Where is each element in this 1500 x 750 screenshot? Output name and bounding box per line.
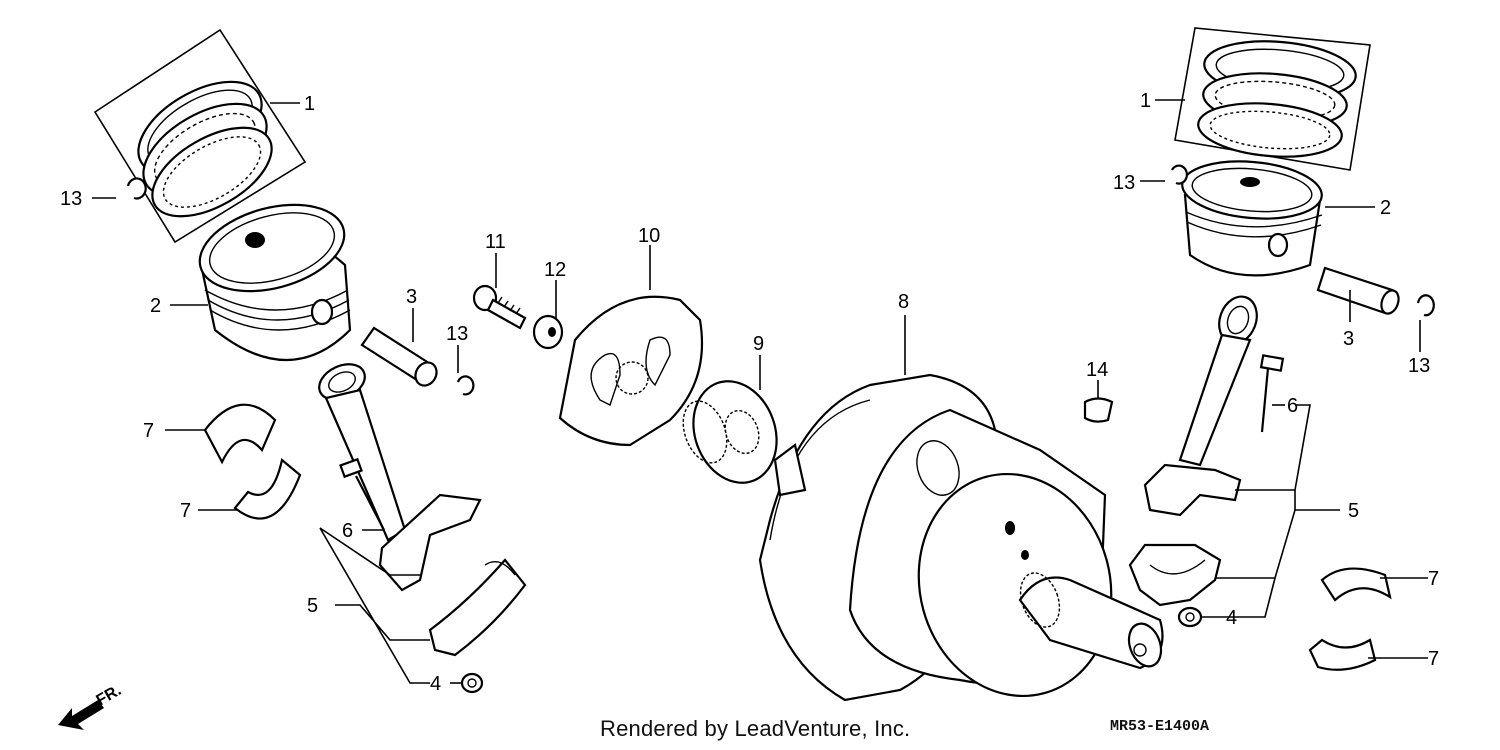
left-rod-bolt[interactable] bbox=[339, 457, 385, 531]
right-bearing-upper[interactable] bbox=[1320, 567, 1392, 602]
right-piston-ring-set[interactable] bbox=[1174, 27, 1371, 171]
left-circlip-upper[interactable] bbox=[126, 177, 147, 200]
right-bearing-lower[interactable] bbox=[1308, 638, 1377, 671]
plate-10[interactable] bbox=[558, 295, 704, 447]
callout-2-left: 2 bbox=[150, 295, 161, 317]
left-bearing-upper[interactable] bbox=[203, 403, 277, 465]
left-bearing-lower[interactable] bbox=[233, 457, 302, 520]
left-piston[interactable] bbox=[190, 190, 354, 361]
callout-9: 9 bbox=[753, 333, 764, 355]
callout-2-right: 2 bbox=[1380, 197, 1391, 219]
callout-numbers: 1 13 2 3 13 7 7 6 5 4 11 12 10 9 8 1 13 … bbox=[60, 90, 1439, 695]
left-piston-ring-set[interactable] bbox=[93, 28, 307, 244]
callout-7-right-lower: 7 bbox=[1428, 648, 1439, 670]
callout-11: 11 bbox=[485, 231, 506, 253]
render-credit: Rendered by LeadVenture, Inc. bbox=[600, 716, 911, 741]
callout-4-right: 4 bbox=[1226, 607, 1237, 629]
washer-12[interactable] bbox=[532, 314, 564, 350]
callout-6-right: 6 bbox=[1287, 395, 1298, 417]
left-circlip-lower[interactable] bbox=[456, 375, 475, 396]
left-rod-nut[interactable] bbox=[460, 672, 484, 694]
callout-4-left: 4 bbox=[430, 673, 441, 695]
crankshaft-8[interactable] bbox=[758, 373, 1167, 718]
right-piston[interactable] bbox=[1180, 156, 1324, 277]
right-rod-cap[interactable] bbox=[1128, 543, 1222, 607]
gear-9[interactable] bbox=[675, 369, 790, 494]
callout-13-right-lower: 13 bbox=[1408, 355, 1430, 377]
left-rod-cap[interactable] bbox=[428, 558, 527, 657]
callout-14: 14 bbox=[1086, 359, 1108, 381]
callout-13-left-lower: 13 bbox=[446, 323, 468, 345]
callout-13-right-upper: 13 bbox=[1113, 172, 1135, 194]
bolt-11[interactable] bbox=[472, 284, 527, 330]
right-circlip-lower[interactable] bbox=[1416, 294, 1435, 317]
leader-lines bbox=[92, 99, 1428, 684]
callout-7-left-upper: 7 bbox=[143, 420, 154, 442]
right-piston-pin[interactable] bbox=[1316, 266, 1402, 316]
callout-3-right: 3 bbox=[1343, 328, 1354, 350]
callout-3-left: 3 bbox=[406, 286, 417, 308]
woodruff-key-14[interactable] bbox=[1083, 397, 1114, 423]
callout-1-left: 1 bbox=[304, 93, 315, 115]
right-connecting-rod[interactable] bbox=[1143, 291, 1263, 517]
callout-1-right: 1 bbox=[1140, 90, 1151, 112]
right-rod-nut[interactable] bbox=[1177, 606, 1203, 628]
callout-5-right: 5 bbox=[1348, 500, 1359, 522]
callout-10: 10 bbox=[638, 225, 660, 247]
diagram-code: MR53-E1400A bbox=[1110, 718, 1210, 735]
right-circlip-upper[interactable] bbox=[1171, 164, 1188, 185]
callout-7-left-lower: 7 bbox=[180, 500, 191, 522]
left-connecting-rod[interactable] bbox=[313, 357, 482, 592]
left-piston-pin[interactable] bbox=[360, 326, 441, 389]
right-rod-bolt[interactable] bbox=[1259, 354, 1285, 433]
callout-13-left-upper: 13 bbox=[60, 188, 82, 210]
callout-7-right-upper: 7 bbox=[1428, 568, 1439, 590]
callout-6-left: 6 bbox=[342, 520, 353, 542]
callout-8: 8 bbox=[898, 291, 909, 313]
callout-12: 12 bbox=[544, 259, 566, 281]
front-direction-arrow: FR. bbox=[58, 682, 124, 730]
callout-5-left: 5 bbox=[307, 595, 318, 617]
